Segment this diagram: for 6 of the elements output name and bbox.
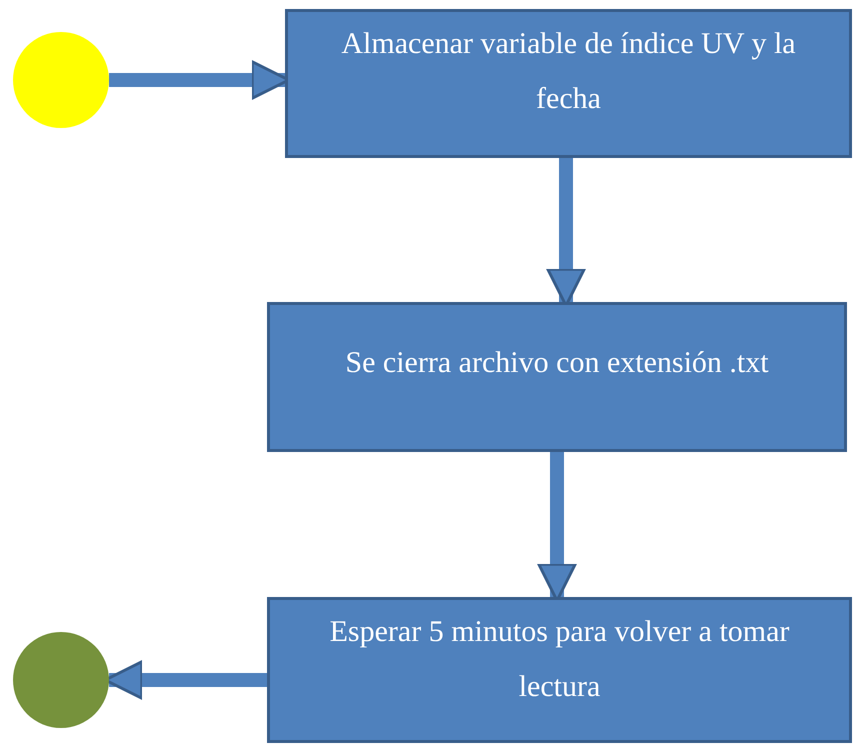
box-text: Almacenar variable de índice UV y la fecha xyxy=(340,26,797,117)
process-box xyxy=(267,302,847,452)
box-text: Se cierra archivo con extensión .txt xyxy=(345,345,769,381)
process-box xyxy=(267,597,852,743)
process-box xyxy=(285,9,852,158)
box-text: Esperar 5 minutos para volver a tomar lectura xyxy=(328,614,790,705)
